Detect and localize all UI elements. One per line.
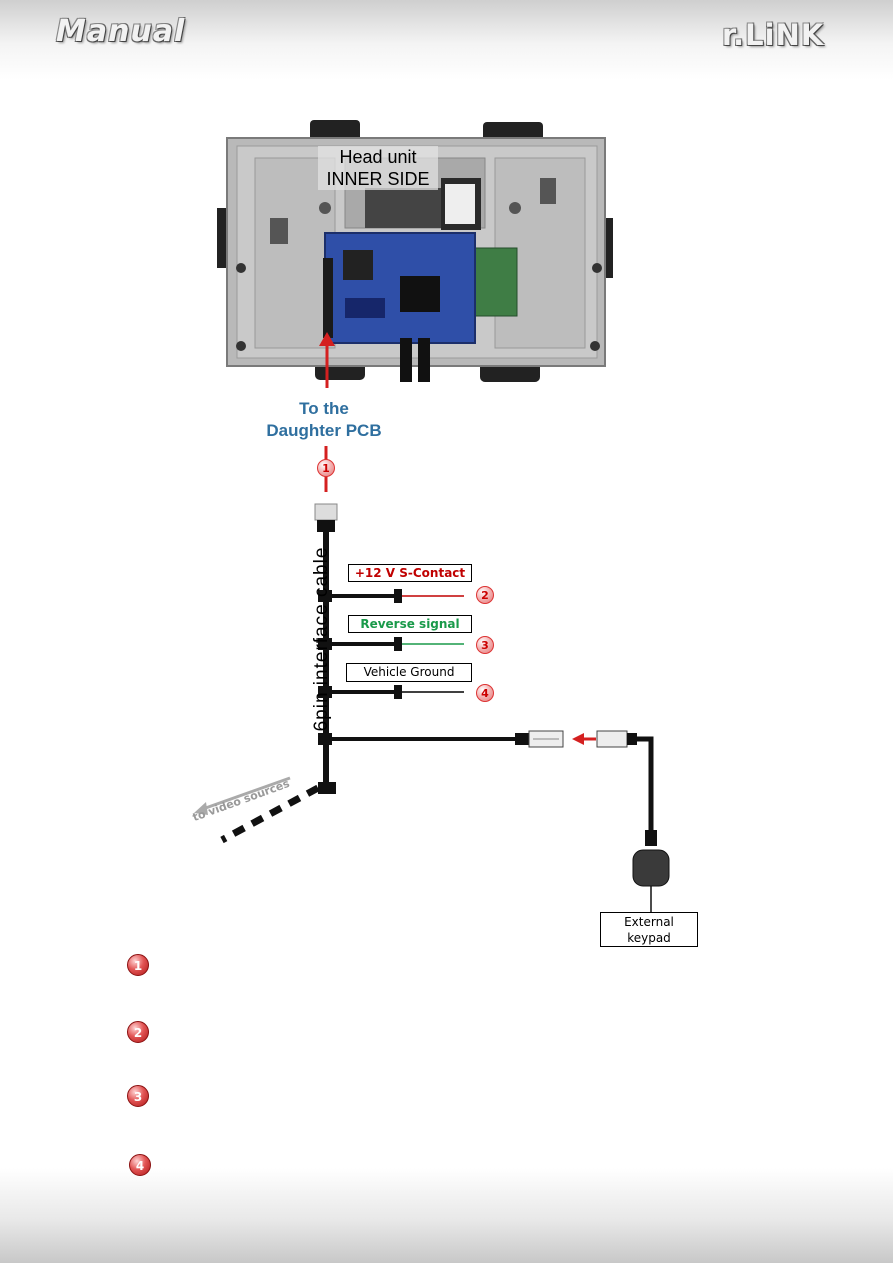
wire-label-12v-text: +12 V S-Contact [354,566,466,580]
keypad-label-line2: keypad [627,931,671,945]
rlink-logo: r.LiNK [722,18,825,52]
head-unit-label-line1: Head unit [339,147,417,167]
footer-bar [0,1168,893,1263]
legend-badge-3: 3 [127,1085,149,1107]
badge-2-wire: 2 [476,586,494,604]
cable-diagram [194,446,670,912]
wire-label-ground-text: Vehicle Ground [363,665,455,679]
external-keypad-label: External keypad [600,912,698,947]
head-unit-label: Head unit INNER SIDE [318,146,438,190]
daughter-pcb-label: To the Daughter PCB [252,398,396,442]
head-unit-label-line2: INNER SIDE [326,169,430,189]
wire-label-12v: +12 V S-Contact [348,564,472,582]
header-bar [0,0,893,80]
wire-label-reverse: Reverse signal [348,615,472,633]
legend-badge-1: 1 [127,954,149,976]
cable-label: 6pin interface cable [311,546,332,732]
wire-label-ground: Vehicle Ground [346,663,472,682]
daughter-label-line2: Daughter PCB [266,421,382,440]
keypad-label-line1: External [624,915,674,929]
legend-badge-2: 2 [127,1021,149,1043]
badge-4-wire: 4 [476,684,494,702]
badge-1-top: 1 [317,459,335,477]
daughter-label-line1: To the [299,399,349,418]
head-unit-board-image [217,120,613,388]
legend-badge-4: 4 [129,1154,151,1176]
badge-3-wire: 3 [476,636,494,654]
wire-label-reverse-text: Reverse signal [360,617,460,631]
manual-logo: Manual [56,14,186,49]
